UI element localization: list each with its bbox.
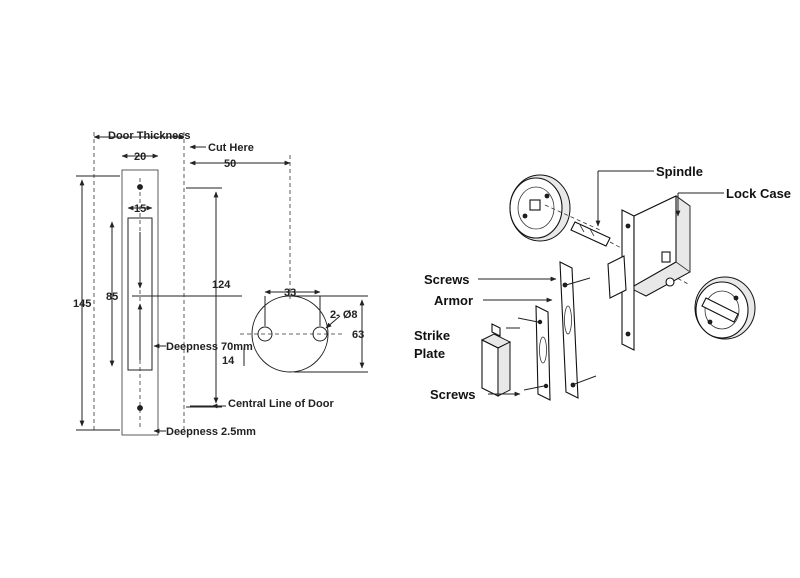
dim-63: 63 (352, 329, 364, 341)
dim-145: 145 (73, 298, 91, 310)
exploded-view: Spindle Lock Case Screws Armor Strike Pl… (414, 164, 791, 402)
dim-50: 50 (224, 158, 236, 170)
spindle-label: Spindle (656, 164, 703, 179)
door-thickness-label: Door Thickness (108, 130, 191, 142)
lock-case-label: Lock Case (726, 186, 791, 201)
door-edge-outline (121, 169, 159, 436)
screw-hole-bottom (137, 405, 143, 411)
armor-plate (559, 261, 597, 399)
strike-box (480, 323, 512, 397)
dim-20: 20 (134, 151, 146, 163)
armor-label: Armor (434, 293, 473, 308)
central-line-label: Central Line of Door (228, 398, 334, 410)
dim-14: 14 (222, 355, 235, 367)
dim-33: 33 (284, 287, 296, 299)
hole-spec: 2- Ø8 (330, 309, 358, 321)
dimension-drawing: Door Thickness Cut Here 20 50 15 124 145… (73, 130, 368, 438)
deepness-70-label: Deepness 70mm (166, 341, 253, 353)
rosette-front (694, 276, 756, 340)
strike-plate-label-line1: Strike (414, 328, 450, 343)
cut-here-label: Cut Here (208, 142, 254, 154)
dim-85: 85 (106, 291, 118, 303)
screws-top-label: Screws (424, 272, 470, 287)
lock-case (607, 195, 691, 351)
strike-plate (517, 305, 551, 401)
strike-plate-label-line2: Plate (414, 346, 445, 361)
screws-bottom-label: Screws (430, 387, 476, 402)
rosette-back (509, 174, 571, 242)
deepness-2-5-label: Deepness 2.5mm (166, 426, 256, 438)
screw-hole-top (137, 184, 143, 190)
dim-124: 124 (212, 279, 231, 291)
dim-15: 15 (134, 203, 146, 215)
